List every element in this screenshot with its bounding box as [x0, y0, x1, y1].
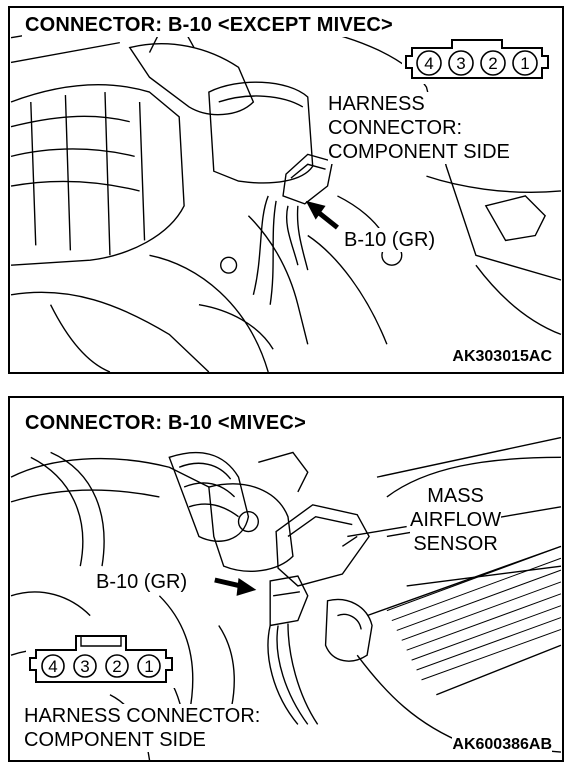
harness-connector-label-top: HARNESS CONNECTOR: COMPONENT SIDE: [328, 92, 510, 164]
harness-label-line-2: CONNECTOR:: [328, 117, 463, 139]
pin-4-label: 4: [48, 657, 57, 676]
pin-4-label: 4: [424, 54, 433, 73]
harness-connector-label-bottom: HARNESS CONNECTOR: COMPONENT SIDE: [24, 704, 261, 752]
sensor-label-line-2: AIRFLOW: [410, 509, 502, 531]
connector-pins-bottom: 4 3 2 1: [41, 654, 161, 678]
panel-title-top: CONNECTOR: B-10 <EXCEPT MIVEC>: [22, 14, 396, 37]
pointer-label-bottom: B-10 (GR): [96, 570, 188, 594]
pin-2-label: 2: [488, 54, 497, 73]
engine-bay-illustration-top: [10, 17, 562, 372]
pin-2-label: 2: [112, 657, 121, 676]
pointer-arrow-bottom: [214, 577, 257, 596]
sensor-label-line-3: SENSOR: [413, 533, 498, 555]
connector-pins-top: 4 3 2 1: [416, 50, 538, 76]
connector-face-bottom: 4 3 2 1: [26, 632, 176, 688]
figure-code-bottom: AK600386AB: [452, 736, 552, 754]
pin-3-label: 3: [80, 657, 89, 676]
pointer-label-top: B-10 (GR): [344, 228, 436, 252]
figure-code-top: AK303015AC: [452, 348, 552, 366]
harness-label-line-2: COMPONENT SIDE: [24, 729, 206, 751]
harness-label-line-1: HARNESS CONNECTOR:: [24, 705, 261, 727]
connector-face-top: 4 3 2 1: [402, 38, 552, 84]
pin-3-label: 3: [456, 54, 465, 73]
mass-airflow-sensor-label: MASS AIRFLOW SENSOR: [410, 484, 502, 556]
harness-label-line-3: COMPONENT SIDE: [328, 141, 510, 163]
pointer-arrow-top: [305, 200, 339, 230]
pin-1-label: 1: [520, 54, 529, 73]
harness-label-line-1: HARNESS: [328, 93, 425, 115]
diagram-panel-mivec: CONNECTOR: B-10 <MIVEC> MASS AIRFLOW SEN…: [8, 396, 564, 762]
sensor-label-line-1: MASS: [427, 485, 484, 507]
pin-1-label: 1: [144, 657, 153, 676]
diagram-panel-except-mivec: CONNECTOR: B-10 <EXCEPT MIVEC> 4 3 2 1 H…: [8, 6, 564, 374]
panel-title-bottom: CONNECTOR: B-10 <MIVEC>: [22, 412, 309, 435]
engine-bay-illustration-bottom: [10, 436, 562, 760]
